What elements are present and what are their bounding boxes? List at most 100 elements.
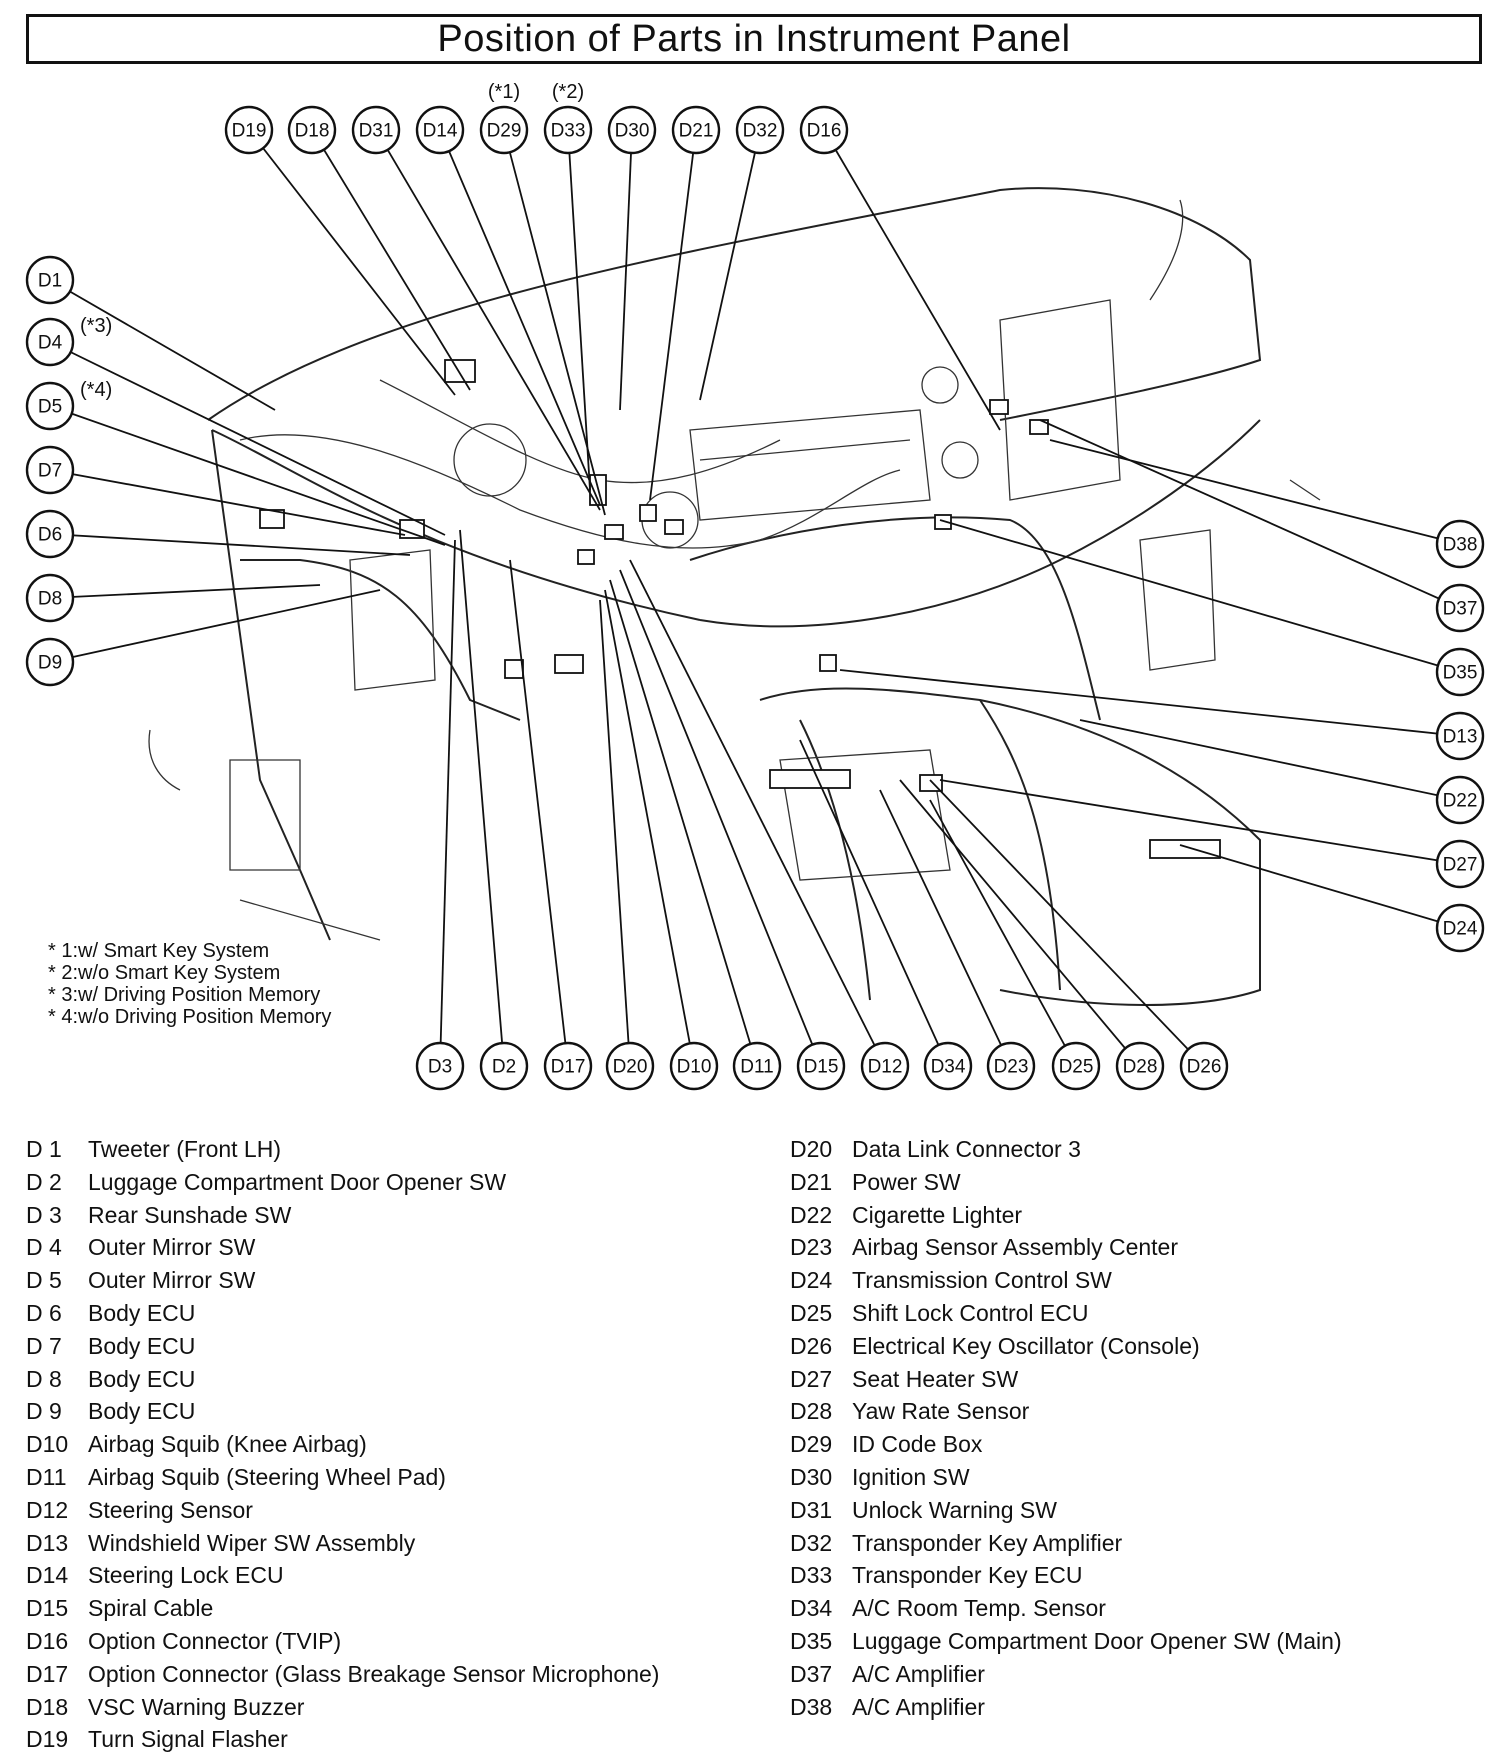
legend-code: D10 — [26, 1431, 69, 1458]
legend-row: D 1 Tweeter (Front LH) — [26, 1133, 659, 1166]
legend-part-name: Option Connector (Glass Breakage Sensor … — [88, 1660, 660, 1687]
legend-code: D11 — [26, 1463, 67, 1490]
callout-d20: D20 — [605, 1041, 655, 1091]
legend-code: D33 — [790, 1562, 833, 1589]
leader-d22 — [1079, 719, 1461, 801]
legend-code: D35 — [790, 1627, 833, 1654]
callout-label: D22 — [1443, 791, 1478, 812]
leader-d8 — [49, 584, 321, 599]
dashboard-art — [148, 187, 1321, 1006]
callout-note-d33: (*2) — [552, 81, 584, 103]
callout-d25: D25 — [1051, 1041, 1101, 1091]
leader-d5 — [49, 405, 446, 546]
legend-part-name: VSC Warning Buzzer — [88, 1693, 305, 1720]
legend-code: D14 — [26, 1562, 69, 1589]
legend-code: D20 — [790, 1136, 833, 1162]
leader-d26 — [929, 779, 1205, 1067]
legend-row: D14 Steering Lock ECU — [26, 1559, 659, 1592]
callout-d7: D7 — [25, 445, 75, 495]
legend-part-name: ID Code Box — [852, 1431, 983, 1458]
callout-d19: D19 — [224, 105, 274, 155]
leader-d14 — [439, 129, 601, 506]
leader-d12 — [629, 559, 886, 1067]
callout-d3: D3 — [415, 1041, 465, 1091]
legend-row: D 6 Body ECU — [26, 1297, 659, 1330]
leader-d38 — [1049, 439, 1461, 545]
leader-d28 — [899, 779, 1141, 1067]
callout-label: D11 — [740, 1057, 773, 1078]
legend-part-name: Power SW — [852, 1168, 961, 1195]
leader-d37 — [1039, 419, 1461, 609]
legend-part-name: Electrical Key Oscillator (Console) — [852, 1332, 1200, 1359]
callout-d30: D30 — [607, 105, 657, 155]
leader-d15 — [619, 569, 822, 1067]
legend-code: D 4 — [26, 1234, 62, 1261]
leader-d32 — [699, 129, 761, 401]
leader-d3 — [439, 539, 456, 1067]
callout-notes: (*1)(*2)(*3)(*4) — [80, 81, 584, 401]
callout-d18: D18 — [287, 105, 337, 155]
callout-label: D10 — [677, 1057, 712, 1078]
legend-code: D27 — [790, 1365, 833, 1392]
leader-d19 — [248, 129, 456, 396]
leader-d34 — [799, 739, 949, 1067]
legend-row: D10 Airbag Squib (Knee Airbag) — [26, 1428, 659, 1461]
leader-d25 — [929, 799, 1077, 1067]
callout-d24: D24 — [1435, 903, 1485, 953]
legend-code: D 3 — [26, 1201, 62, 1228]
leader-d29 — [503, 129, 606, 516]
callout-d9: D9 — [25, 637, 75, 687]
legend-part-name: Steering Sensor — [88, 1496, 253, 1523]
callout-d6: D6 — [25, 509, 75, 559]
legend-code: D 6 — [26, 1299, 62, 1326]
legend-part-name: Steering Lock ECU — [88, 1562, 284, 1589]
legend-code: D 7 — [26, 1332, 62, 1359]
callout-d37: D37 — [1435, 583, 1485, 633]
callout-note-d4: (*3) — [80, 315, 112, 337]
footnote: * 1:w/ Smart Key System — [48, 940, 269, 962]
legend-part-name: Data Link Connector 3 — [852, 1136, 1081, 1162]
legend-part-name: Tweeter (Front LH) — [88, 1136, 281, 1162]
callout-label: D25 — [1059, 1057, 1094, 1078]
legend-part-name: Windshield Wiper SW Assembly — [88, 1529, 416, 1556]
callout-label: D5 — [38, 397, 62, 418]
legend-part-name: Luggage Compartment Door Opener SW — [88, 1168, 507, 1195]
callout-label: D8 — [38, 589, 62, 610]
callout-d4: D4 — [25, 317, 75, 367]
leader-d16 — [823, 129, 1001, 431]
callout-d8: D8 — [25, 573, 75, 623]
legend-part-name: Body ECU — [88, 1299, 196, 1326]
legend-code: D 1 — [26, 1136, 62, 1162]
callout-d35: D35 — [1435, 647, 1485, 697]
callout-label: D21 — [679, 121, 714, 142]
callout-d31: D31 — [351, 105, 401, 155]
legend-part-name: A/C Amplifier — [852, 1660, 985, 1687]
leader-d18 — [311, 129, 471, 391]
legend-part-name: Yaw Rate Sensor — [852, 1398, 1030, 1425]
callout-label: D37 — [1443, 599, 1478, 620]
legend-code: D23 — [790, 1234, 833, 1261]
callout-label: D16 — [807, 121, 842, 142]
legend-part-name: Airbag Squib (Knee Airbag) — [88, 1431, 367, 1458]
callout-label: D33 — [551, 121, 586, 142]
legend-code: D 9 — [26, 1398, 62, 1425]
legend-code: D 8 — [26, 1365, 62, 1392]
callout-label: D32 — [743, 121, 778, 142]
callout-d10: D10 — [669, 1041, 719, 1091]
